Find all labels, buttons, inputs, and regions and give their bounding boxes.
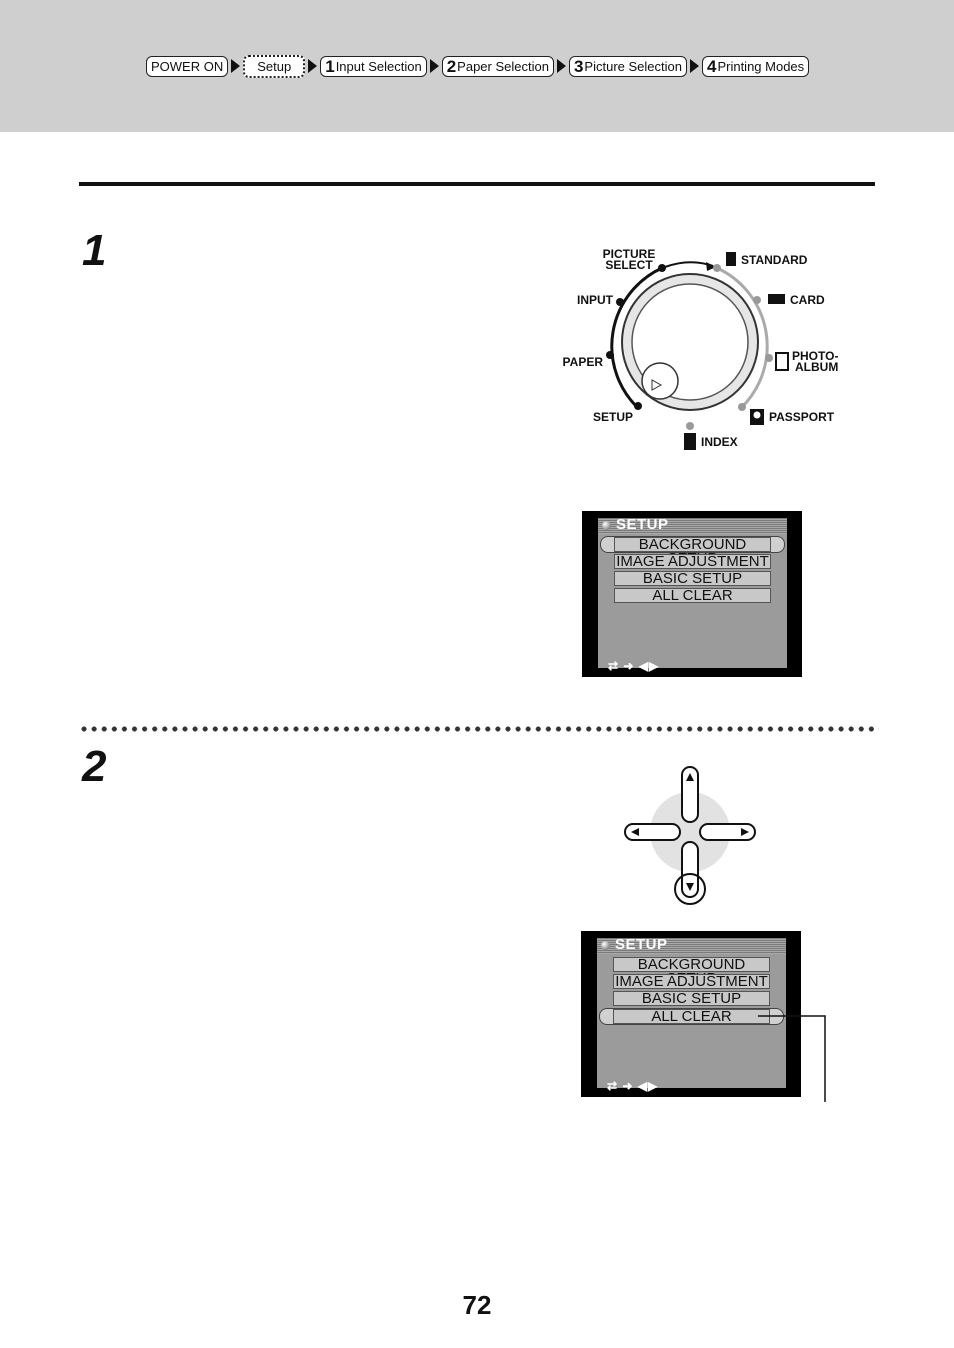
crumb-number: 3	[573, 56, 584, 76]
step-number-1: 1	[82, 226, 107, 275]
callout-line	[758, 1015, 826, 1102]
section-rule	[79, 182, 875, 186]
photo-album-icon	[775, 352, 789, 371]
mode-dot	[634, 402, 642, 410]
arrow-head-icon	[706, 262, 716, 271]
lcd-title-bar: SETUP	[598, 516, 787, 534]
lcd-screen-setup-all-clear: SETUP BACKGROUND SETUP IMAGE ADJUSTMENT …	[581, 931, 801, 1097]
mode-dot	[686, 422, 694, 430]
menu-item-basic-setup[interactable]: BASIC SETUP	[614, 571, 771, 586]
mode-dot	[658, 264, 666, 272]
mode-dot	[606, 351, 614, 359]
menu-item-all-clear[interactable]: ALL CLEAR	[614, 588, 771, 603]
right-button[interactable]	[699, 823, 756, 841]
crumb-number: 4	[706, 56, 717, 76]
mode-arc	[716, 266, 769, 410]
dial-label-index: INDEX	[701, 435, 738, 449]
arrow-right-icon	[689, 59, 699, 73]
mode-dial-illustration: PICTURE SELECT INPUT PAPER SETUP STANDAR…	[563, 247, 838, 450]
crumb-label: Input Selection	[335, 58, 422, 74]
direction-pad-illustration	[624, 766, 756, 905]
crumb-label: POWER ON	[151, 58, 224, 74]
mode-dot	[713, 264, 721, 272]
up-button[interactable]	[681, 766, 699, 823]
step-number-2: 2	[82, 742, 107, 791]
arrow-right-icon	[741, 828, 749, 836]
dial-label-paper: PAPER	[563, 355, 604, 369]
standard-icon	[726, 252, 736, 266]
menu-item-image-adjustment[interactable]: IMAGE ADJUSTMENT	[614, 554, 771, 569]
mode-arc	[610, 266, 663, 410]
arrow-right-icon	[308, 59, 318, 73]
dial-pointer	[641, 362, 679, 400]
crumb-power-on[interactable]: POWER ON	[146, 55, 229, 77]
crumb-label: Printing Modes	[717, 58, 805, 74]
lcd-display: SETUP BACKGROUND SETUP IMAGE ADJUSTMENT …	[598, 516, 787, 668]
lcd-title: SETUP	[615, 936, 668, 953]
pointer-triangle-icon	[651, 379, 663, 391]
arrow-down-icon	[686, 883, 694, 891]
mode-dot	[765, 354, 773, 362]
dial-label-passport: PASSPORT	[769, 410, 835, 424]
mode-dot	[753, 296, 761, 304]
dial-label-setup: SETUP	[593, 410, 633, 424]
arrow-right-icon	[429, 59, 439, 73]
left-button[interactable]	[624, 823, 681, 841]
rotation-arrow	[664, 261, 714, 268]
page-number: 72	[462, 1290, 492, 1320]
dial-label-picture-select: PICTURE	[603, 247, 656, 261]
dial-label-photo-album: PHOTO-	[792, 349, 838, 363]
index-icon	[684, 433, 696, 450]
dial-label-photo-album: ALBUM	[795, 360, 838, 374]
crumb-label: Paper Selection	[457, 58, 549, 74]
arrow-up-icon	[686, 773, 694, 781]
passport-face	[753, 411, 761, 419]
menu-item-all-clear[interactable]: ALL CLEAR	[613, 1009, 770, 1024]
dial-label-picture-select: SELECT	[605, 258, 653, 272]
pad-base	[650, 792, 730, 872]
press-indicator-circle	[674, 873, 706, 905]
crumb-label: Picture Selection	[584, 58, 682, 74]
lcd-display: SETUP BACKGROUND SETUP IMAGE ADJUSTMENT …	[597, 936, 786, 1088]
crumb-label: Setup	[257, 58, 292, 74]
menu-item-image-adjustment[interactable]: IMAGE ADJUSTMENT	[613, 974, 770, 989]
menu-item-background-setup[interactable]: BACKGROUND SETUP	[614, 537, 771, 566]
dial-label-standard: STANDARD	[741, 253, 808, 267]
arrow-left-icon	[631, 828, 639, 836]
arrow-right-icon	[556, 59, 566, 73]
card-icon	[768, 294, 785, 304]
bullet-icon	[602, 521, 611, 530]
arrow-right-icon	[231, 59, 241, 73]
bullet-icon	[601, 941, 610, 950]
mode-dot	[738, 403, 746, 411]
crumb-number: 1	[325, 56, 335, 76]
dial-label-input: INPUT	[577, 293, 614, 307]
lcd-footer-icons: ⇄ ➜ ◀▶	[608, 659, 660, 673]
dotted-divider	[79, 726, 879, 732]
lcd-screen-setup: SETUP BACKGROUND SETUP IMAGE ADJUSTMENT …	[582, 511, 802, 677]
lcd-title: SETUP	[616, 516, 669, 533]
lcd-title-bar: SETUP	[597, 936, 786, 954]
menu-item-basic-setup[interactable]: BASIC SETUP	[613, 991, 770, 1006]
menu-item-background-setup[interactable]: BACKGROUND SETUP	[613, 957, 770, 986]
down-button[interactable]	[681, 841, 699, 898]
crumb-number: 2	[446, 56, 457, 76]
callout-path	[758, 1015, 826, 1102]
crumb-setup[interactable]: Setup	[243, 54, 306, 78]
dial-label-card: CARD	[790, 293, 825, 307]
mode-dot	[616, 298, 624, 306]
lcd-footer-icons: ⇄ ➜ ◀▶	[607, 1079, 659, 1093]
